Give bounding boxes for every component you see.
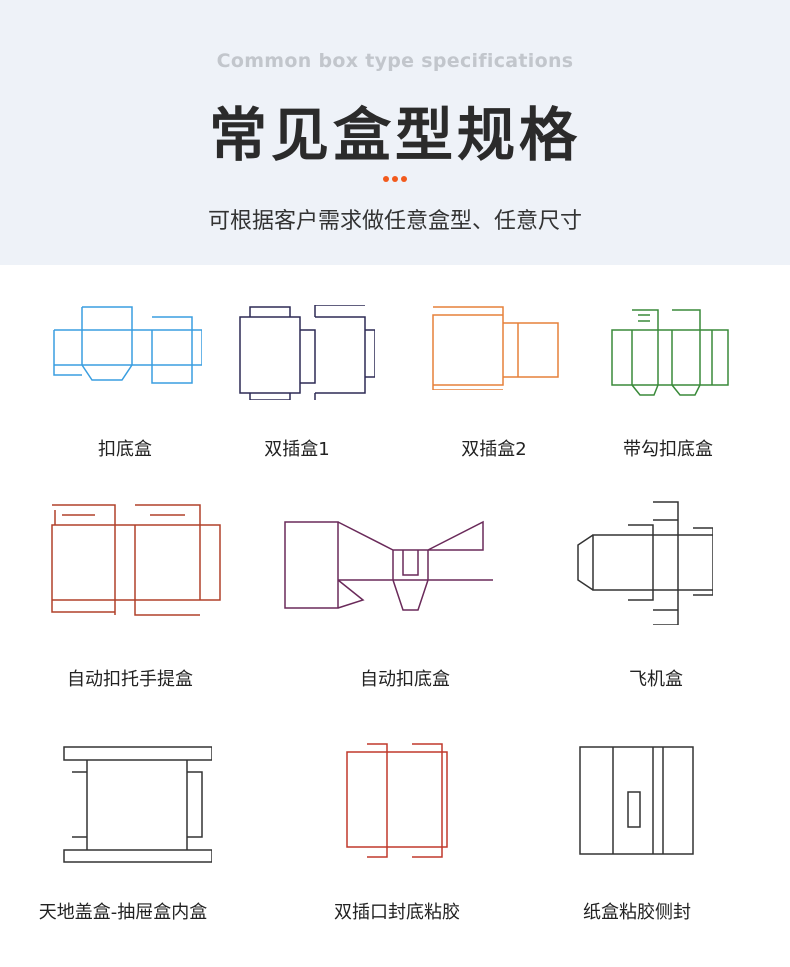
box-label: 双插口封底粘胶 xyxy=(334,902,460,923)
box-diagram-hook-bottom xyxy=(611,309,729,396)
box-diagram-side-glue xyxy=(579,746,694,855)
box-label: 自动扣托手提盒 xyxy=(67,669,193,690)
box-diagram-lid-drawer xyxy=(63,746,212,863)
page-title: 常见盒型规格 xyxy=(208,101,581,169)
subtitle: 可根据客户需求做任意盒型、任意尺寸 xyxy=(207,209,582,234)
box-label: 双插盒2 xyxy=(461,439,527,460)
box-label: 带勾扣底盒 xyxy=(623,439,713,460)
box-label: 飞机盒 xyxy=(629,669,683,690)
box-label: 天地盖盒-抽屉盒内盒 xyxy=(38,902,208,923)
english-title: Common box type specifications xyxy=(216,50,574,72)
box-label: 双插盒1 xyxy=(264,439,330,460)
box-label: 纸盒粘胶侧封 xyxy=(583,902,691,923)
box-diagram-glued-bottom xyxy=(346,743,448,858)
box-diagram-auto-handle xyxy=(51,504,221,616)
box-diagram-airplane xyxy=(577,501,713,625)
header-banner: Common box type specifications 常见盒型规格 可根… xyxy=(0,0,790,265)
box-label: 扣底盒 xyxy=(98,439,152,460)
decorative-dots xyxy=(383,176,407,182)
box-diagram-auto-bottom xyxy=(284,520,493,611)
box-diagram-double-insert-1 xyxy=(239,305,375,400)
box-diagram-kou-di xyxy=(53,306,202,384)
box-diagram-double-insert-2 xyxy=(432,306,559,390)
box-label: 自动扣底盒 xyxy=(360,669,450,690)
